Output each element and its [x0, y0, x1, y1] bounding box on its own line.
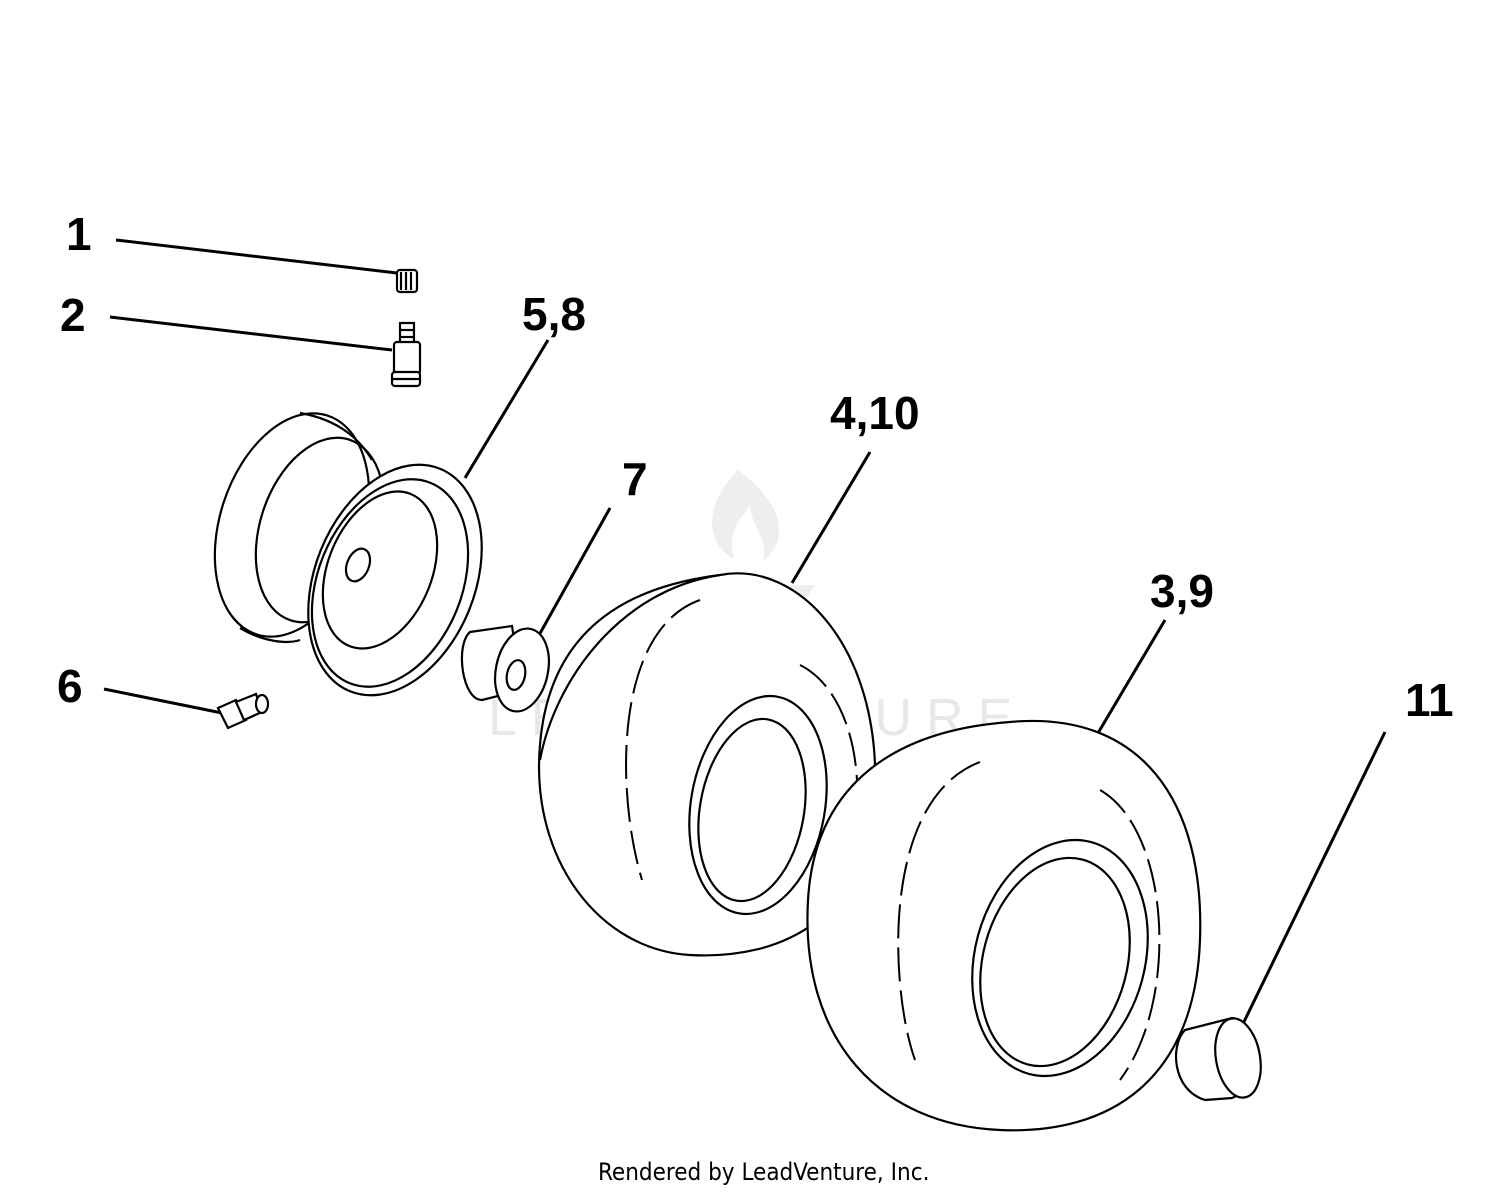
part-valve-stem[interactable]	[109, 315, 422, 388]
leader-line-6	[103, 687, 223, 715]
part-tire-front[interactable]	[537, 451, 877, 957]
leader-line-4-10	[790, 451, 872, 584]
leader-line-5-8	[463, 339, 550, 479]
footer-credit: Rendered by LeadVenture, Inc.	[598, 1158, 929, 1186]
callout-4-10: 4,10	[830, 387, 920, 439]
callout-2: 2	[60, 289, 86, 341]
callout-5-8: 5,8	[522, 288, 586, 340]
callout-3-9: 3,9	[1150, 565, 1214, 617]
part-tire-rear[interactable]	[806, 619, 1202, 1132]
callout-6: 6	[57, 660, 83, 712]
leader-line-7	[536, 507, 612, 638]
part-valve-cap[interactable]	[115, 238, 419, 294]
leader-line-3-9	[1086, 619, 1167, 751]
callout-11: 11	[1405, 674, 1454, 726]
part-hub-cap[interactable]	[1174, 731, 1387, 1102]
part-grease-fitting[interactable]	[103, 687, 270, 730]
part-bushing[interactable]	[460, 507, 612, 716]
leader-line-1	[115, 238, 398, 275]
watermark-flame-icon	[712, 470, 780, 562]
callout-7: 7	[622, 453, 648, 505]
part-rim[interactable]	[188, 339, 550, 721]
leader-line-11	[1238, 731, 1387, 1031]
leader-line-2	[109, 315, 393, 352]
callout-1: 1	[66, 208, 92, 260]
